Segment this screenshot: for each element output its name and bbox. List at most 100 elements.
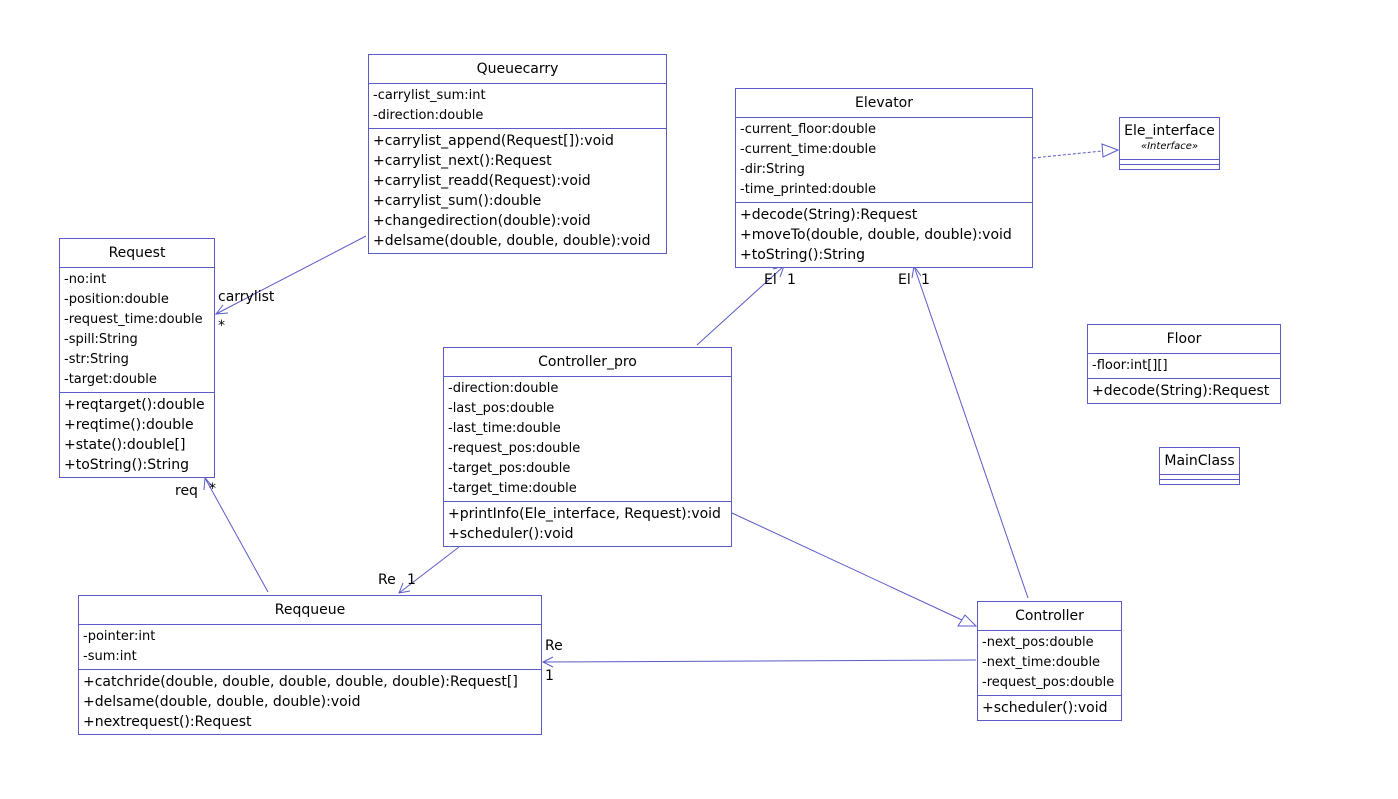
role-label-carrylist: carrylist bbox=[218, 289, 275, 305]
attribute: -target_time:double bbox=[448, 481, 577, 496]
multiplicity-label: 1 bbox=[545, 668, 554, 684]
attribute: -carrylist_sum:int bbox=[373, 88, 486, 103]
attribute: -direction:double bbox=[373, 108, 484, 123]
realization-elevator-eleinterface bbox=[1032, 150, 1103, 159]
class-name: Request bbox=[60, 239, 214, 268]
operation: +catchride(double, double, double, doubl… bbox=[83, 674, 518, 690]
arrowhead-open bbox=[541, 656, 554, 668]
operation: +toString():String bbox=[64, 457, 189, 473]
multiplicity-label: 1 bbox=[787, 272, 796, 288]
operation: +reqtime():double bbox=[64, 417, 194, 433]
attribute: -current_time:double bbox=[740, 142, 877, 157]
operations-section: +catchride(double, double, double, doubl… bbox=[79, 670, 541, 734]
multiplicity-label: 1 bbox=[921, 272, 930, 288]
attribute: -direction:double bbox=[448, 381, 559, 396]
attributes-section: -carrylist_sum:int -direction:double bbox=[369, 84, 666, 129]
attributes-section: -next_pos:double -next_time:double -requ… bbox=[978, 631, 1121, 696]
attributes-section: -floor:int[][] bbox=[1088, 354, 1280, 379]
class-queuecarry[interactable]: Queuecarry -carrylist_sum:int -direction… bbox=[368, 54, 667, 254]
arrowhead-open bbox=[203, 476, 214, 491]
attribute: -spill:String bbox=[64, 332, 138, 347]
attribute: -floor:int[][] bbox=[1092, 358, 1168, 373]
attribute: -last_pos:double bbox=[448, 401, 555, 416]
operations-section bbox=[1120, 164, 1219, 169]
class-reqqueue[interactable]: Reqqueue -pointer:int -sum:int +catchrid… bbox=[78, 595, 542, 735]
operation: +toString():String bbox=[740, 247, 865, 263]
attributes-section bbox=[1160, 474, 1239, 479]
assoc-reqqueue-request bbox=[204, 477, 269, 593]
arrowhead-open bbox=[398, 582, 411, 594]
operations-section: +reqtarget():double +reqtime():double +s… bbox=[60, 393, 214, 477]
generalization-controllerpro-controller bbox=[731, 512, 963, 621]
operation: +nextrequest():Request bbox=[83, 714, 252, 730]
multiplicity-label: * bbox=[209, 481, 216, 497]
class-controller-pro[interactable]: Controller_pro -direction:double -last_p… bbox=[443, 347, 732, 547]
operation: +reqtarget():double bbox=[64, 397, 205, 413]
attribute: -pointer:int bbox=[83, 629, 156, 644]
assoc-controller-reqqueue bbox=[542, 659, 977, 663]
operations-section: +carrylist_append(Request[]):void +carry… bbox=[369, 129, 666, 253]
attribute: -request_time:double bbox=[64, 312, 203, 327]
attribute: -str:String bbox=[64, 352, 129, 367]
class-name: MainClass bbox=[1164, 453, 1235, 469]
role-label-el: El bbox=[764, 272, 777, 288]
role-label-re: Re bbox=[378, 572, 396, 588]
arrowhead-open bbox=[214, 304, 229, 315]
class-elevator[interactable]: Elevator -current_floor:double -current_… bbox=[735, 88, 1033, 268]
operation: +decode(String):Request bbox=[740, 207, 918, 223]
operations-section: +printInfo(Ele_interface, Request):void … bbox=[444, 502, 731, 546]
assoc-controllerpro-reqqueue bbox=[398, 546, 460, 594]
attribute: -current_floor:double bbox=[740, 122, 876, 137]
class-controller[interactable]: Controller -next_pos:double -next_time:d… bbox=[977, 601, 1122, 721]
operations-section: +decode(String):Request bbox=[1088, 379, 1280, 403]
attribute: -next_pos:double bbox=[982, 635, 1094, 650]
class-name: Elevator bbox=[736, 89, 1032, 118]
attributes-section: -current_floor:double -current_time:doub… bbox=[736, 118, 1032, 203]
operations-section bbox=[1160, 479, 1239, 484]
operation: +scheduler():void bbox=[982, 700, 1108, 716]
operations-section: +decode(String):Request +moveTo(double, … bbox=[736, 203, 1032, 267]
attribute: -request_pos:double bbox=[448, 441, 581, 456]
assoc-queuecarry-request bbox=[215, 235, 367, 315]
class-name: Controller_pro bbox=[444, 348, 731, 377]
attribute: -target_pos:double bbox=[448, 461, 571, 476]
attributes-section: -direction:double -last_pos:double -last… bbox=[444, 377, 731, 502]
role-label-el: El bbox=[898, 272, 911, 288]
class-mainclass[interactable]: MainClass bbox=[1159, 447, 1240, 485]
class-name: Floor bbox=[1088, 325, 1280, 354]
operation: +scheduler():void bbox=[448, 526, 574, 542]
operation: +carrylist_readd(Request):void bbox=[373, 173, 591, 189]
operation: +state():double[] bbox=[64, 437, 186, 453]
operation: +carrylist_next():Request bbox=[373, 153, 552, 169]
class-name: Queuecarry bbox=[369, 55, 666, 84]
attribute: -next_time:double bbox=[982, 655, 1101, 670]
assoc-controllerpro-elevator bbox=[696, 265, 785, 346]
operation: +delsame(double, double, double):void bbox=[373, 233, 651, 249]
attribute: -request_pos:double bbox=[982, 675, 1115, 690]
role-label-req: req bbox=[175, 483, 198, 499]
attribute: -sum:int bbox=[83, 649, 137, 664]
class-floor[interactable]: Floor -floor:int[][] +decode(String):Req… bbox=[1087, 324, 1281, 404]
operation: +moveTo(double, double, double):void bbox=[740, 227, 1012, 243]
class-name: Controller bbox=[978, 602, 1121, 631]
operation: +delsame(double, double, double):void bbox=[83, 694, 361, 710]
operation: +decode(String):Request bbox=[1092, 383, 1270, 399]
interface-name: Ele_interface bbox=[1124, 123, 1215, 139]
attribute: -target:double bbox=[64, 372, 157, 387]
attribute: -position:double bbox=[64, 292, 169, 307]
assoc-controller-elevator bbox=[913, 265, 1029, 599]
attributes-section: -pointer:int -sum:int bbox=[79, 625, 541, 670]
attribute: -dir:String bbox=[740, 162, 805, 177]
operation: +changedirection(double):void bbox=[373, 213, 591, 229]
class-request[interactable]: Request -no:int -position:double -reques… bbox=[59, 238, 215, 478]
multiplicity-label: * bbox=[218, 318, 225, 334]
operation: +carrylist_sum():double bbox=[373, 193, 542, 209]
hollow-triangle-arrowhead bbox=[957, 614, 978, 627]
role-label-re: Re bbox=[545, 638, 563, 654]
interface-ele-interface[interactable]: Ele_interface «Interface» bbox=[1119, 117, 1220, 170]
operations-section: +scheduler():void bbox=[978, 696, 1121, 720]
operation: +carrylist_append(Request[]):void bbox=[373, 133, 614, 149]
multiplicity-label: 1 bbox=[407, 572, 416, 588]
attribute: -last_time:double bbox=[448, 421, 561, 436]
